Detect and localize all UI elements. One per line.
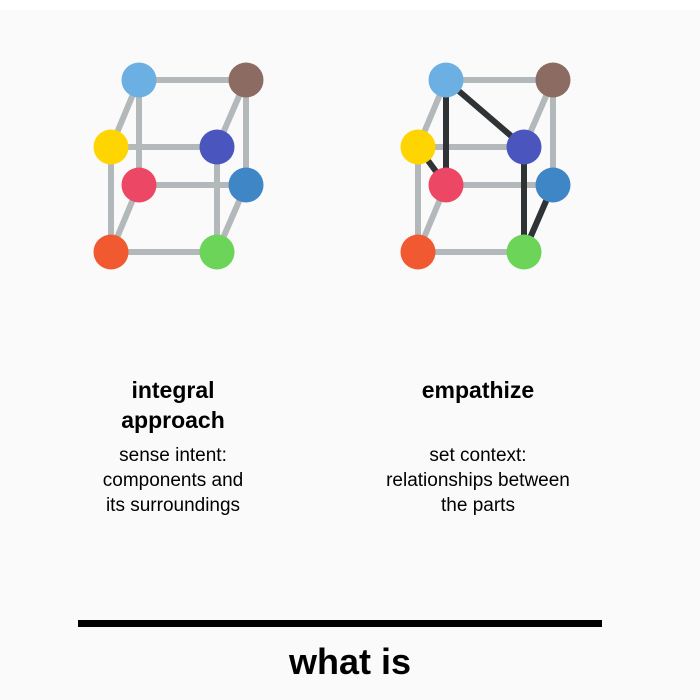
right-desc-line-3: the parts bbox=[441, 495, 515, 516]
left-node-steel-blue bbox=[228, 167, 264, 203]
right-node-indigo bbox=[506, 129, 542, 165]
divider-line bbox=[78, 620, 602, 627]
left-title-line-2: approach bbox=[121, 407, 225, 433]
left-desc-line-1: sense intent: bbox=[119, 445, 227, 466]
top-strip bbox=[0, 0, 700, 10]
footer-title: what is bbox=[288, 641, 412, 682]
left-node-green bbox=[199, 234, 235, 270]
right-cube-graph bbox=[400, 62, 571, 270]
right-node-orange bbox=[400, 234, 436, 270]
left-node-brown bbox=[228, 62, 264, 98]
left-node-yellow bbox=[93, 129, 129, 165]
left-title-line-1: integral bbox=[131, 377, 215, 403]
right-panel-description: set context: relationships between the p… bbox=[358, 443, 598, 518]
right-title-line-1: empathize bbox=[421, 377, 535, 403]
right-node-brown bbox=[535, 62, 571, 98]
left-node-orange bbox=[93, 234, 129, 270]
left-node-pink bbox=[121, 167, 157, 203]
right-desc-line-2: relationships between bbox=[386, 470, 570, 491]
left-desc-line-2: components and bbox=[102, 470, 244, 491]
left-node-light-blue bbox=[121, 62, 157, 98]
right-panel-title: empathize bbox=[358, 375, 598, 405]
right-node-steel-blue bbox=[535, 167, 571, 203]
left-node-indigo bbox=[199, 129, 235, 165]
right-node-green bbox=[506, 234, 542, 270]
right-desc-line-1: set context: bbox=[429, 445, 527, 466]
right-node-pink bbox=[428, 167, 464, 203]
left-desc-line-3: its surroundings bbox=[105, 495, 241, 516]
left-cube-graph bbox=[93, 62, 264, 270]
left-panel-title: integral approach bbox=[53, 375, 293, 435]
right-node-light-blue bbox=[428, 62, 464, 98]
right-node-yellow bbox=[400, 129, 436, 165]
left-panel-description: sense intent: components and its surroun… bbox=[53, 443, 293, 518]
